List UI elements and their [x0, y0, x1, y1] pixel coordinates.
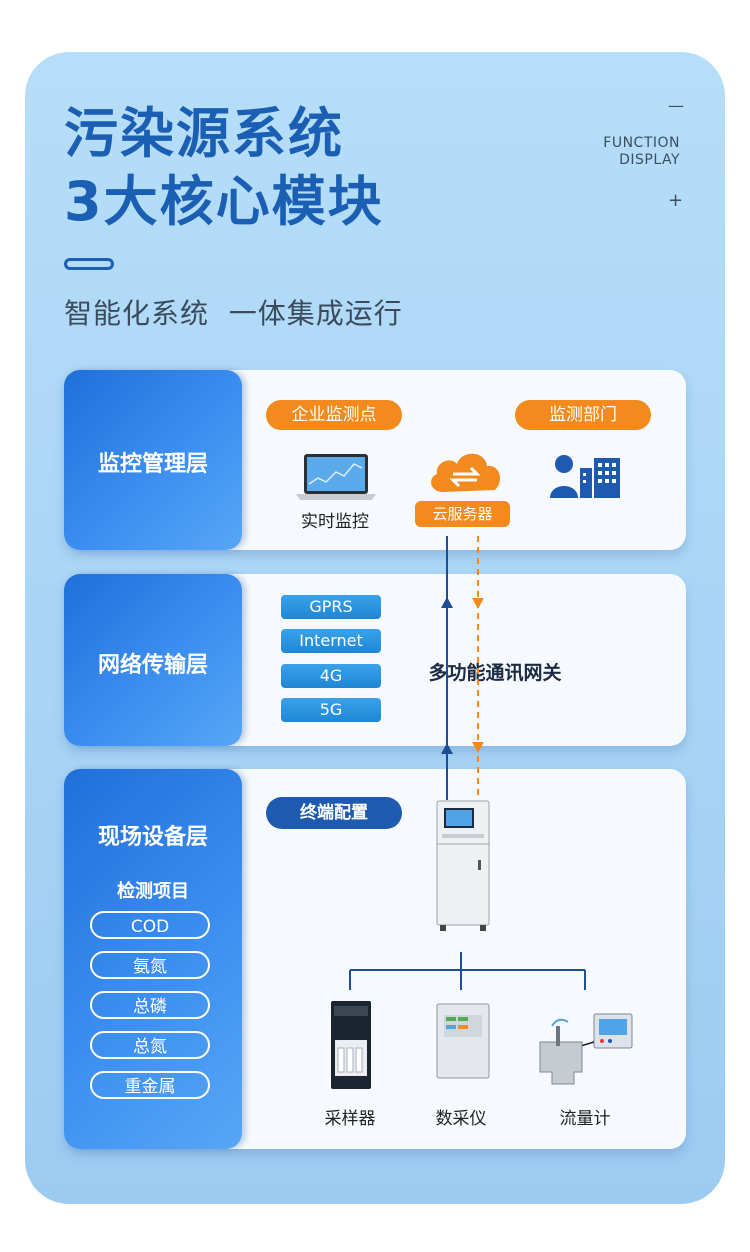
- flow-meter-label: 流量计: [559, 1109, 611, 1129]
- cod-analyzer-cabinet-icon: [436, 800, 490, 931]
- monitor-layer-panel: 监控管理层: [64, 370, 242, 550]
- network-tag-internet: Internet: [281, 629, 381, 653]
- title-line-2: 3大核心模块: [64, 170, 384, 233]
- plus-icon: +: [668, 190, 684, 211]
- field-layer-label: 现场设备层: [97, 825, 208, 850]
- detection-item-phosphorus: 总磷: [90, 991, 210, 1019]
- terminal-config-badge: 终端配置: [266, 797, 402, 829]
- detection-item-cod: COD: [90, 911, 210, 939]
- enterprise-point-badge: 企业监测点: [266, 400, 402, 430]
- network-tag-5g: 5G: [281, 698, 381, 722]
- sampler-icon: [331, 1001, 371, 1089]
- network-tag-gprs: GPRS: [281, 595, 381, 619]
- data-collector-icon: [436, 1003, 490, 1079]
- title-line-1: 污染源系统: [64, 102, 344, 165]
- detection-item-ammonia: 氨氮: [90, 951, 210, 979]
- cloud-sync-icon: [431, 453, 501, 492]
- flow-meter-icon: [539, 1013, 633, 1085]
- sampler-label: 采样器: [324, 1109, 376, 1129]
- detection-items-title: 检测项目: [117, 881, 189, 902]
- network-layer-panel: 网络传输层: [64, 574, 242, 746]
- display-label: DISPLAY: [619, 152, 680, 168]
- detection-item-nitrogen: 总氮: [90, 1031, 210, 1059]
- network-layer-label: 网络传输层: [97, 653, 208, 678]
- monitor-layer-label: 监控管理层: [97, 452, 208, 477]
- realtime-monitor-label: 实时监控: [301, 512, 369, 532]
- data-collector-label: 数采仪: [435, 1109, 487, 1129]
- monitor-department-badge: 监测部门: [515, 400, 651, 430]
- decorative-pill: [64, 258, 114, 270]
- subtitle: 智能化系统 一体集成运行: [64, 297, 403, 330]
- network-tag-4g: 4G: [281, 664, 381, 688]
- minus-icon: —: [668, 96, 684, 115]
- laptop-icon: [296, 454, 376, 500]
- function-label: FUNCTION: [603, 135, 680, 151]
- detection-item-heavy-metal: 重金属: [90, 1071, 210, 1099]
- people-building-icon: [550, 455, 620, 498]
- cloud-server-badge: 云服务器: [415, 501, 510, 527]
- gateway-label: 多功能通讯网关: [428, 662, 562, 684]
